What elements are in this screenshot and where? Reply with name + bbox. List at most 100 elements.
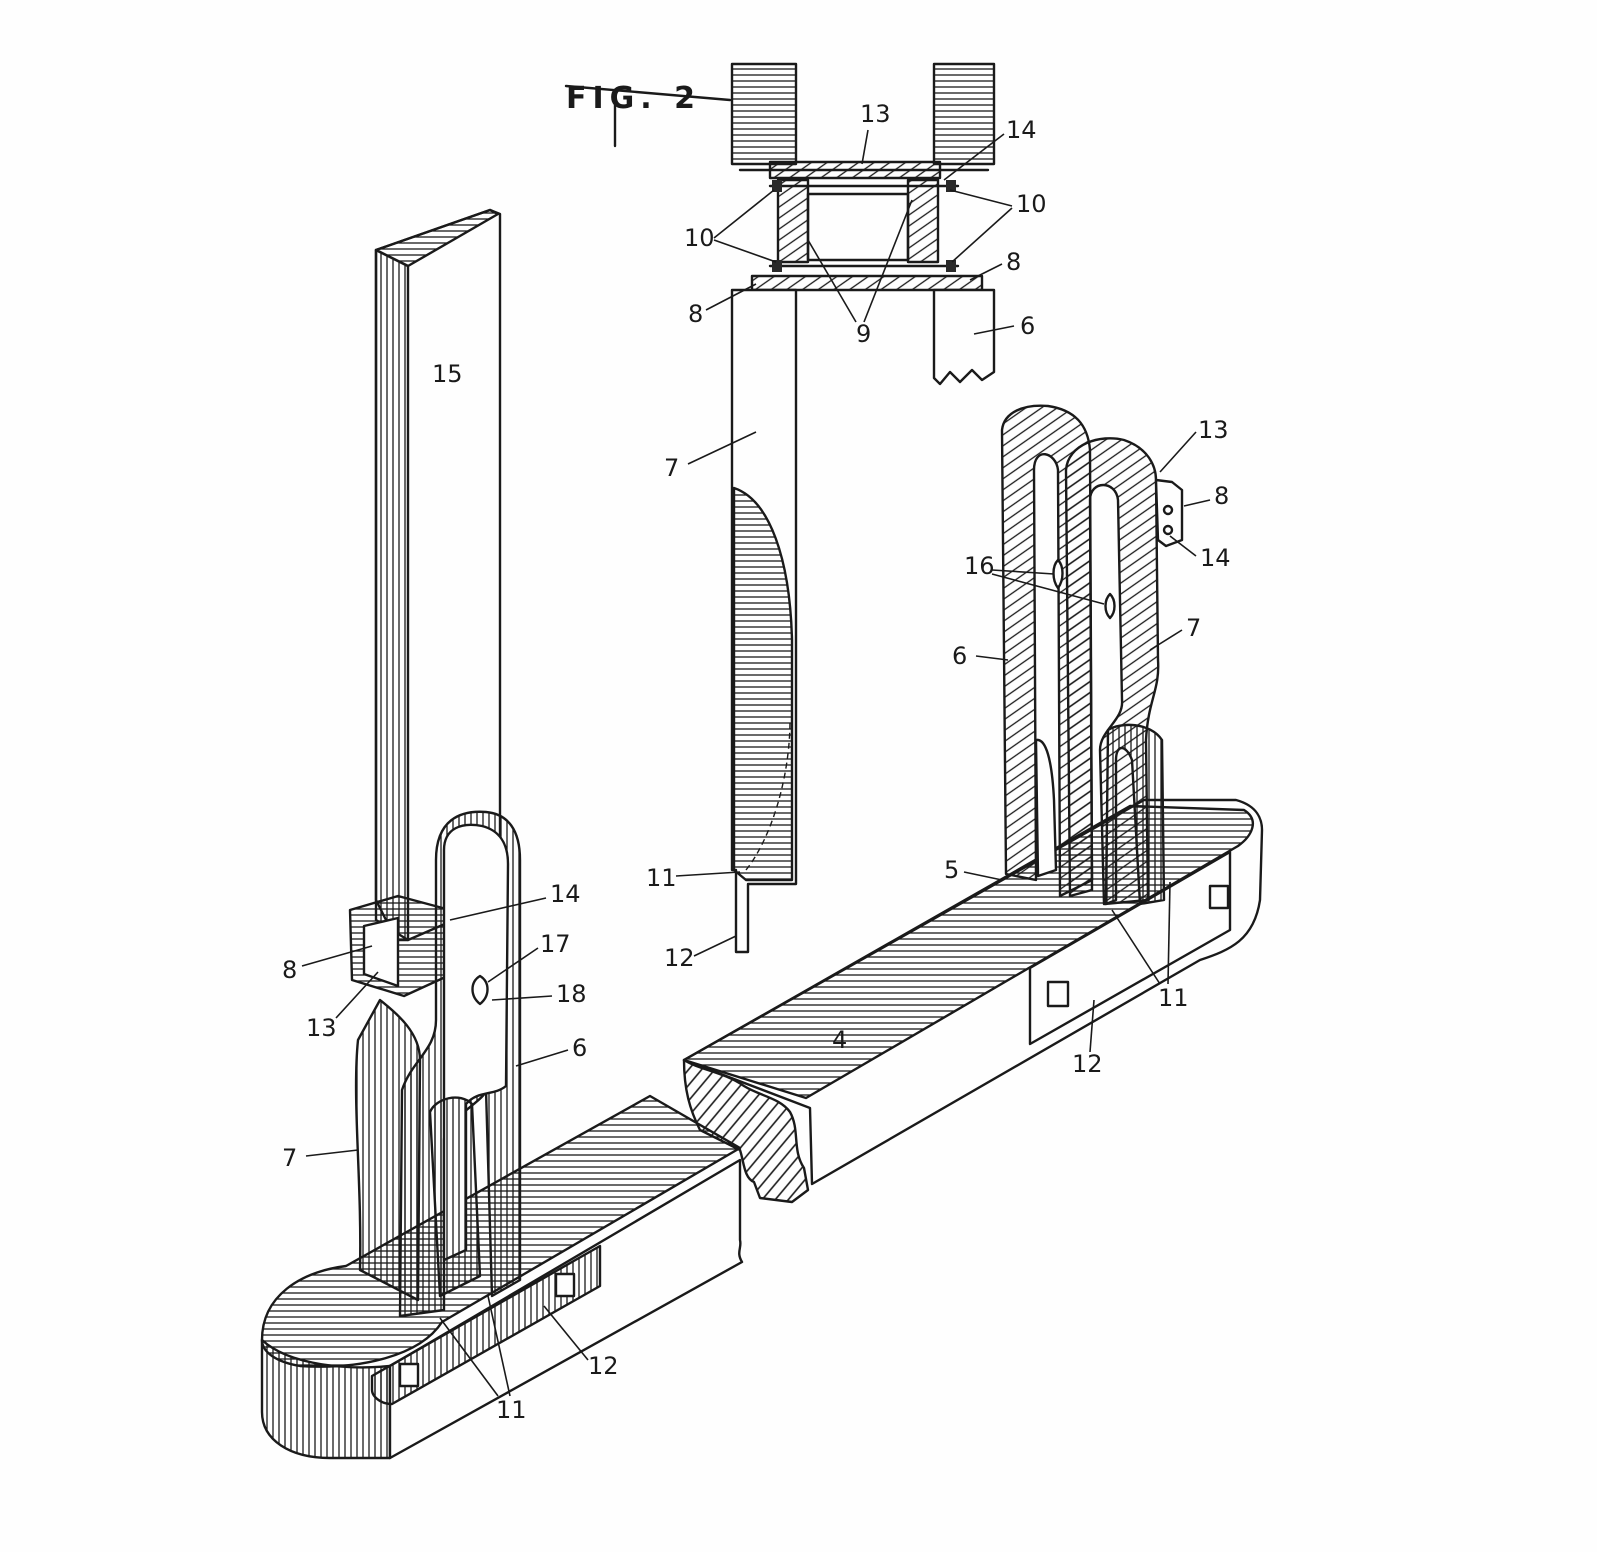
leader-17 (487, 947, 539, 983)
base-beam-side-face (388, 1158, 744, 1460)
pin-slot-17 (471, 974, 489, 1006)
label-11-right: 11 (1158, 984, 1189, 1012)
leader-14-right (1169, 535, 1197, 557)
label-4: 4 (832, 1026, 847, 1054)
label-8-right: 8 (1006, 248, 1021, 276)
leader-7-left (305, 1149, 359, 1157)
label-6: 6 (1020, 312, 1035, 340)
label-8-right: 8 (1214, 482, 1229, 510)
leader-6-left (515, 1049, 569, 1067)
leader-5 (963, 871, 1003, 881)
label-11: 11 (646, 864, 677, 892)
fig2-nut (946, 260, 956, 272)
figure-1-perspective-view: 15 14 8 17 18 13 6 7 11 12 4 5 13 8 14 1… (260, 208, 1264, 1460)
right-stand-gap (1034, 738, 1058, 878)
leader-7-right (1149, 629, 1183, 651)
loop-bracket-foot (428, 1096, 482, 1298)
label-10-right: 10 (1016, 190, 1047, 218)
left-stand-assembly (348, 208, 522, 1318)
leader-16-b (991, 573, 1105, 605)
leader-12-right (1089, 999, 1095, 1053)
leader-13-right (1159, 431, 1197, 473)
leader-11-right-a (1111, 909, 1161, 985)
fig2-upright-left-top (730, 62, 798, 166)
label-7: 7 (664, 454, 679, 482)
leader-9-a (807, 239, 857, 323)
label-7-right: 7 (1186, 614, 1201, 642)
rivet (1046, 980, 1070, 1008)
leader-8-left (301, 945, 373, 967)
label-16: 16 (964, 552, 995, 580)
pin-slot-16 (1052, 558, 1064, 590)
right-stand-assembly (1000, 404, 1184, 906)
label-12-left: 12 (588, 1352, 619, 1380)
label-13-right: 13 (1198, 416, 1229, 444)
label-6-left: 6 (572, 1034, 587, 1062)
rivet (1208, 884, 1230, 910)
label-6-right: 6 (952, 642, 967, 670)
label-14: 14 (1006, 116, 1037, 144)
fig2-side-block-left-9 (776, 178, 810, 264)
label-18: 18 (556, 980, 587, 1008)
leader-10-left-b (713, 239, 777, 263)
label-14-right: 14 (1200, 544, 1231, 572)
label-8-left: 8 (282, 956, 297, 984)
leader-16-a (991, 569, 1055, 575)
leader-12 (693, 935, 737, 957)
leader-10-left-a (713, 189, 775, 239)
leader-8-right (969, 263, 1003, 281)
label-12: 12 (664, 944, 695, 972)
figure-caption: FIG. 2 (564, 81, 732, 148)
figure-2-section-view: FIG. 2 13 14 10 (564, 62, 1047, 972)
label-7-left: 7 (282, 1144, 297, 1172)
leader-13 (861, 129, 869, 165)
leader-7 (687, 431, 757, 465)
leader-6-right (975, 655, 1009, 661)
label-8-left: 8 (688, 300, 703, 328)
label-13-left: 13 (306, 1014, 337, 1042)
leader-18 (491, 995, 553, 1001)
label-5: 5 (944, 856, 959, 884)
fig2-upright-right-lower-6 (932, 288, 996, 386)
leader-12-left (543, 1305, 589, 1361)
leader-11-left-b (487, 1295, 511, 1397)
rivet (554, 1272, 576, 1298)
fig2-nut (772, 260, 782, 272)
label-13: 13 (860, 100, 891, 128)
leader-9-b (863, 199, 913, 323)
leader-11-left-a (439, 1317, 499, 1397)
leader-13-left (335, 971, 379, 1019)
label-10-left: 10 (684, 224, 715, 252)
label-11-left: 11 (496, 1396, 527, 1424)
leader-10-right-b (951, 207, 1013, 263)
leader-8-left (705, 283, 757, 311)
right-stand-inner-loop (1104, 723, 1166, 906)
fig2-hidden-line (745, 719, 791, 871)
leader-11-right-b (1167, 881, 1171, 985)
leader-11 (675, 871, 741, 877)
fig2-side-block-right-9 (906, 178, 940, 264)
leader-6 (973, 325, 1015, 335)
fig2-bottom-plate-8 (750, 274, 984, 292)
bolt-14-right (1162, 504, 1174, 516)
fig2-nut (946, 180, 956, 192)
label-9: 9 (856, 320, 871, 348)
pin-slot-16 (1104, 592, 1116, 620)
leader-14 (943, 133, 1005, 181)
clamp-plate-8 (362, 916, 400, 988)
fig2-upright-right-top (932, 62, 996, 166)
label-14-left: 14 (550, 880, 581, 908)
leader-14-left (449, 897, 547, 921)
base-beam-broken-section (682, 1058, 810, 1204)
label-17: 17 (540, 930, 571, 958)
leader-10-right-a (949, 189, 1013, 207)
caption-stroke (564, 84, 732, 102)
fig2-leg-hatched-part (732, 486, 794, 882)
figure-caption-text: FIG. 2 (566, 81, 701, 116)
base-strap-left-12 (370, 1244, 602, 1406)
fig2-nut (772, 180, 782, 192)
leader-8-right (1183, 499, 1211, 507)
post-15-side (374, 248, 410, 942)
label-12-right: 12 (1072, 1050, 1103, 1078)
